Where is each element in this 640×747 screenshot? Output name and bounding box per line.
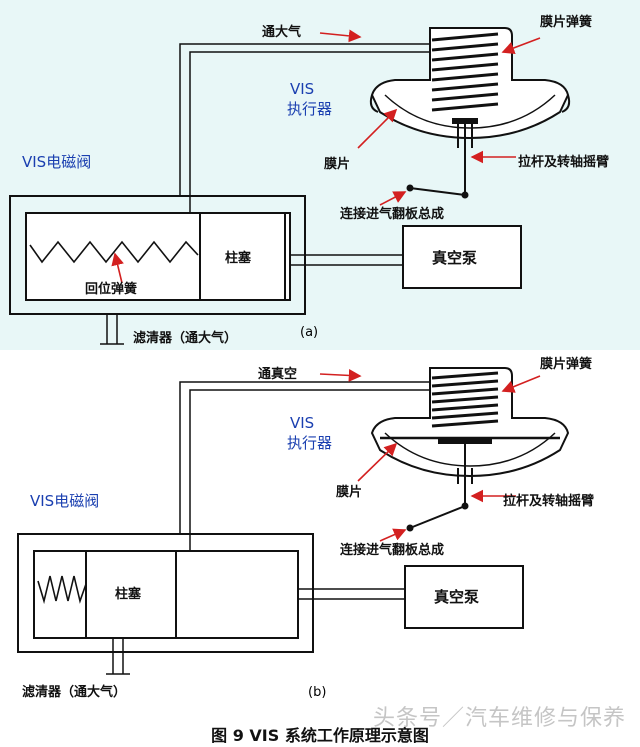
figure-caption: 图 9 VIS 系统工作原理示意图 <box>211 726 429 745</box>
diaphragm-spring <box>431 371 499 428</box>
diaphragm-label: 膜片 <box>324 156 350 172</box>
vis-actuator-label-1: VIS <box>290 80 314 98</box>
panel-b: 通真空 膜片弹簧 VIS 执行器 VIS电磁阀 膜片 拉杆及转轴摇臂 连接进气翻… <box>0 356 640 718</box>
filter-label: 滤清器（通大气） <box>133 330 237 346</box>
intake-flap-label: 连接进气翻板总成 <box>340 542 444 558</box>
diaphragm-plate <box>452 118 478 124</box>
panel-a: 通大气 膜片弹簧 VIS 执行器 VIS电磁阀 膜片 拉杆及转轴摇臂 连接进气翻… <box>0 0 640 350</box>
annotation-arrows <box>319 369 541 542</box>
vacuum-pump <box>402 225 522 289</box>
vacuum-tube <box>179 381 430 534</box>
intake-flap-label: 连接进气翻板总成 <box>340 206 444 222</box>
filter-pipe <box>100 314 124 345</box>
watermark: 头条号／汽车维修与保养 <box>372 706 626 731</box>
atmosphere-label: 通大气 <box>262 24 301 40</box>
vis-actuator <box>369 27 571 140</box>
vis-valve-label: VIS电磁阀 <box>30 492 99 510</box>
vacuum-pump-label: 真空泵 <box>432 249 477 267</box>
diaphragm-spring <box>431 32 499 112</box>
diaphragm-spring-label: 膜片弹簧 <box>540 14 592 30</box>
return-spring <box>29 240 199 264</box>
rocker-arm <box>409 187 466 196</box>
panel-divider <box>0 350 640 356</box>
vis-actuator-label-2: 执行器 <box>287 434 332 452</box>
annotation-arrows <box>111 29 541 284</box>
panel-b-diagram: 通真空 膜片弹簧 VIS 执行器 VIS电磁阀 膜片 拉杆及转轴摇臂 连接进气翻… <box>17 356 594 700</box>
panel-a-tag: (a) <box>300 325 318 340</box>
diaphragm-label: 膜片 <box>336 484 362 500</box>
vis-actuator-label-1: VIS <box>290 414 314 432</box>
pull-rod-label: 拉杆及转轴摇臂 <box>503 493 594 509</box>
filter-pipe <box>106 638 130 675</box>
diaphragm-plate <box>438 438 492 444</box>
vacuum-line-label: 通真空 <box>258 366 297 382</box>
vis-valve-label: VIS电磁阀 <box>22 153 91 171</box>
panel-a-diagram: 通大气 膜片弹簧 VIS 执行器 VIS电磁阀 膜片 拉杆及转轴摇臂 连接进气翻… <box>9 14 609 346</box>
plunger-label: 柱塞 <box>225 250 252 266</box>
plunger <box>199 212 286 301</box>
return-spring-compressed <box>37 575 87 605</box>
plunger <box>85 550 177 639</box>
filter-label: 滤清器（通大气） <box>22 684 126 700</box>
vacuum-pump-label: 真空泵 <box>434 588 479 606</box>
atmosphere-tube <box>179 43 430 196</box>
vacuum-pump <box>404 565 524 629</box>
pull-rod-label: 拉杆及转轴摇臂 <box>518 154 609 170</box>
plunger-label: 柱塞 <box>115 586 142 602</box>
panel-b-tag: (b) <box>308 685 326 700</box>
diaphragm-spring-label: 膜片弹簧 <box>540 356 592 372</box>
return-spring-label: 回位弹簧 <box>85 281 137 297</box>
vis-actuator-label-2: 执行器 <box>287 100 332 118</box>
rocker-arm <box>409 505 466 529</box>
